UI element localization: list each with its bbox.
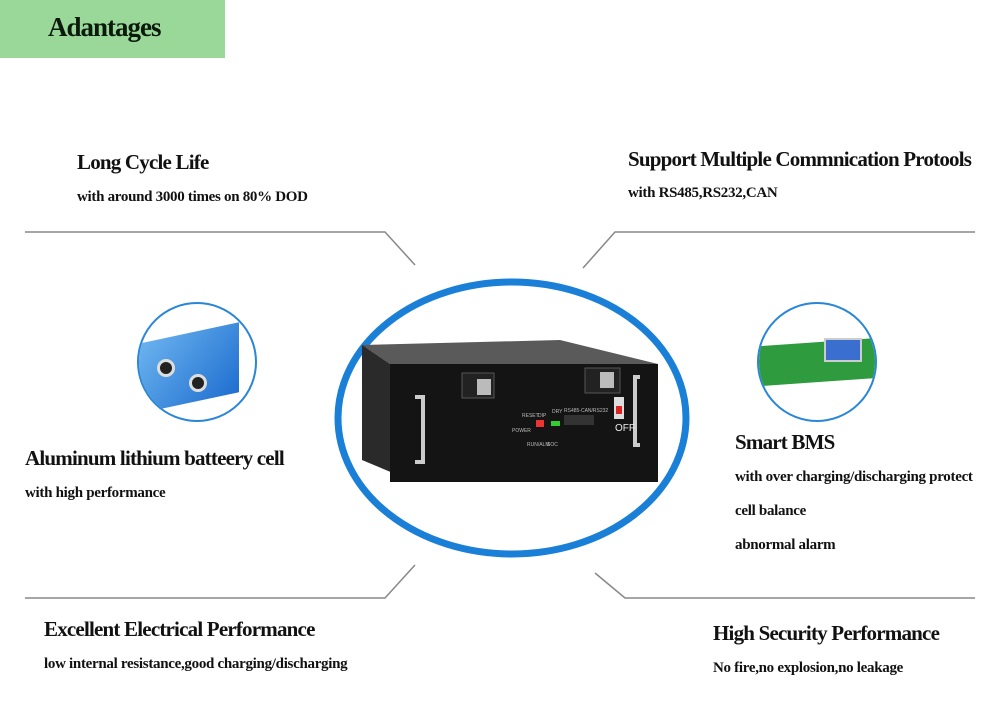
soc-label: SOC bbox=[547, 442, 558, 448]
feature-title-security: High Security Performance bbox=[713, 621, 940, 645]
connector-top-right bbox=[582, 231, 975, 269]
header-banner: Adantages bbox=[0, 0, 225, 58]
feature-desc-cycle-life: with around 3000 times on 80% DOD bbox=[77, 189, 308, 205]
dip-label: DIP bbox=[538, 413, 547, 419]
feature-title-communication: Support Multiple Commnication Protools bbox=[628, 147, 972, 171]
reset-label: RESET bbox=[522, 413, 539, 419]
feature-desc-communication: with RS485,RS232,CAN bbox=[628, 185, 778, 201]
bms-board-image bbox=[757, 302, 877, 422]
page-title: Adantages bbox=[48, 12, 162, 42]
feature-desc-bms-2: cell balance bbox=[735, 503, 806, 519]
off-label: OFF bbox=[615, 423, 635, 434]
feature-title-electrical: Excellent Electrical Performance bbox=[44, 617, 315, 641]
connector-bottom-left bbox=[25, 564, 416, 599]
feature-title-cycle-life: Long Cycle Life bbox=[77, 150, 209, 174]
feature-desc-bms-1: with over charging/discharging protect bbox=[735, 469, 973, 485]
feature-title-bms: Smart BMS bbox=[735, 430, 835, 454]
connector-bottom-right bbox=[594, 572, 975, 599]
battery-rack-image bbox=[362, 340, 658, 482]
run-alm-label: RUN/ALM bbox=[527, 442, 550, 448]
power-label: POWER bbox=[512, 428, 531, 434]
feature-desc-electrical: low internal resistance,good charging/di… bbox=[44, 656, 348, 672]
battery-cell-image bbox=[137, 302, 257, 422]
feature-desc-bms-3: abnormal alarm bbox=[735, 537, 836, 553]
feature-desc-security: No fire,no explosion,no leakage bbox=[713, 660, 904, 676]
feature-desc-battery-cell: with high performance bbox=[25, 485, 166, 501]
rs485-can-label: RS485-CAN/RS232 bbox=[564, 408, 608, 414]
connector-top-left bbox=[25, 231, 416, 266]
feature-title-battery-cell: Aluminum lithium batteery cell bbox=[25, 446, 285, 470]
dry-label: DRY bbox=[552, 409, 563, 415]
